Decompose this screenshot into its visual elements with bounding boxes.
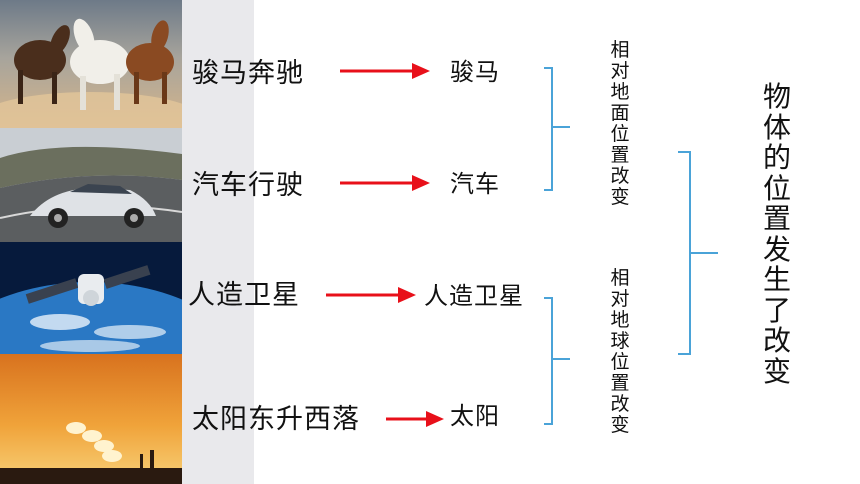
row-object-car: 汽车: [450, 170, 500, 198]
conclusion-text: 物体的位置发生了改变: [762, 80, 791, 388]
galloping-horses-image: [0, 0, 182, 128]
horses-photo: [0, 0, 182, 128]
row-phrase-horses: 骏马奔驰: [192, 58, 304, 89]
satellite-photo: [0, 242, 182, 354]
row-object-sun: 太阳: [450, 402, 500, 430]
setting-sun-image: [0, 354, 182, 484]
row-object-horses: 骏马: [450, 58, 500, 86]
row-phrase-car: 汽车行驶: [192, 170, 304, 201]
row-object-satellite: 人造卫星: [424, 282, 524, 310]
brace-earth: [544, 297, 570, 425]
car-photo: [0, 128, 182, 242]
brace-ground: [544, 67, 570, 191]
arrow-right-icon: [340, 174, 430, 192]
satellite-over-earth-image: [0, 242, 182, 354]
arrow-right-icon: [386, 410, 444, 428]
row-phrase-satellite: 人造卫星: [188, 280, 300, 311]
sunset-photo: [0, 354, 182, 484]
brace-conclusion: [678, 151, 718, 355]
driving-car-image: [0, 128, 182, 242]
group-label-relative-ground: 相对地面位置改变: [610, 39, 630, 208]
arrow-right-icon: [326, 286, 416, 304]
arrow-right-icon: [340, 62, 430, 80]
gray-divider-strip: [182, 0, 254, 484]
row-phrase-sun: 太阳东升西落: [192, 404, 360, 435]
group-label-relative-earth: 相对地球位置改变: [610, 267, 630, 436]
